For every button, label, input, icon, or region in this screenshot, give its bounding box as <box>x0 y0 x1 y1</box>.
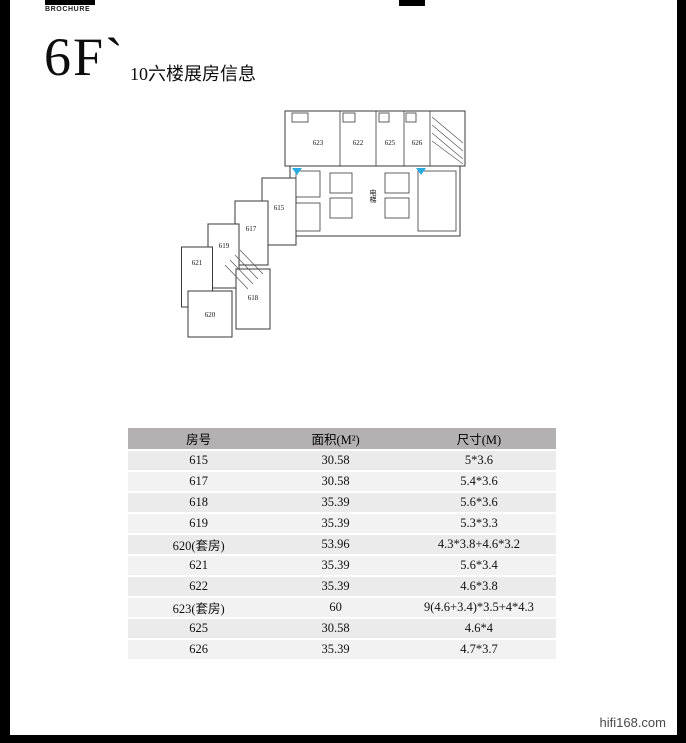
room-618-outline <box>235 268 271 330</box>
cell-area: 35.39 <box>269 639 402 661</box>
cell-size: 4.3*3.8+4.6*3.2 <box>401 534 556 556</box>
cell-room-no: 618 <box>128 492 270 514</box>
top-wing-outline <box>284 110 466 167</box>
logo-block <box>45 0 95 5</box>
stairs-hatch <box>224 116 464 290</box>
floorplan: 623 622 625 626 615 617 619 621 618 620 … <box>180 103 470 348</box>
cell-area: 53.96 <box>269 534 402 556</box>
cell-size: 5.6*3.6 <box>401 492 556 514</box>
cell-area: 35.39 <box>269 492 402 514</box>
floorplan-svg: 623 622 625 626 615 617 619 621 618 620 … <box>181 110 466 338</box>
cell-size: 5.6*3.4 <box>401 555 556 577</box>
col-header-room-no: 房号 <box>128 428 270 451</box>
room-label-618: 618 <box>248 294 259 302</box>
room-label-621: 621 <box>192 259 203 267</box>
cell-room-no: 621 <box>128 555 270 577</box>
cell-room-no: 623(套房) <box>128 597 270 619</box>
cell-room-no: 617 <box>128 471 270 493</box>
cell-size: 9(4.6+3.4)*3.5+4*4.3 <box>401 597 556 619</box>
room-label-620: 620 <box>205 311 216 319</box>
blue-accent-marks <box>292 168 426 175</box>
table-header-row: 房号 面积(M²) 尺寸(M) <box>128 428 556 451</box>
col-header-area: 面积(M²) <box>269 428 402 451</box>
cell-size: 5.3*3.3 <box>401 513 556 535</box>
elevator-label: 电梯 <box>369 188 377 204</box>
cell-room-no: 620(套房) <box>128 534 270 556</box>
floor-label: 6F` <box>44 27 126 87</box>
cell-size: 5.4*3.6 <box>401 471 556 493</box>
cell-area: 35.39 <box>269 513 402 535</box>
cell-area: 30.58 <box>269 618 402 640</box>
cell-area: 30.58 <box>269 471 402 493</box>
cell-size: 5*3.6 <box>401 450 556 472</box>
cell-size: 4.7*3.7 <box>401 639 556 661</box>
cell-room-no: 625 <box>128 618 270 640</box>
page-title: 10六楼展房信息 <box>130 64 256 84</box>
room-label-615: 615 <box>274 204 285 212</box>
cell-size: 4.6*4 <box>401 618 556 640</box>
cell-room-no: 619 <box>128 513 270 535</box>
watermark: hifi168.com <box>599 715 666 730</box>
cell-room-no: 626 <box>128 639 270 661</box>
room-label-626: 626 <box>412 139 423 147</box>
brand-label: BROCHURE <box>45 6 91 13</box>
bottom-edge-bar <box>0 735 686 743</box>
room-label-619: 619 <box>219 242 230 250</box>
room-label-623: 623 <box>313 139 324 147</box>
room-619-outline <box>207 223 240 289</box>
plan-details <box>291 112 457 232</box>
cell-size: 4.6*3.8 <box>401 576 556 598</box>
cell-area: 35.39 <box>269 576 402 598</box>
col-header-size: 尺寸(M) <box>401 428 556 451</box>
room-617-outline <box>234 200 269 266</box>
room-620-outline <box>187 290 233 338</box>
cell-room-no: 622 <box>128 576 270 598</box>
page-fold-mark <box>399 0 425 6</box>
room-label-622: 622 <box>353 139 364 147</box>
room-label-625: 625 <box>385 139 396 147</box>
room-label-617: 617 <box>246 225 257 233</box>
cell-area: 30.58 <box>269 450 402 472</box>
cell-room-no: 615 <box>128 450 270 472</box>
cell-area: 35.39 <box>269 555 402 577</box>
cell-area: 60 <box>269 597 402 619</box>
left-edge-bar <box>0 0 10 743</box>
right-edge-bar <box>677 0 686 743</box>
